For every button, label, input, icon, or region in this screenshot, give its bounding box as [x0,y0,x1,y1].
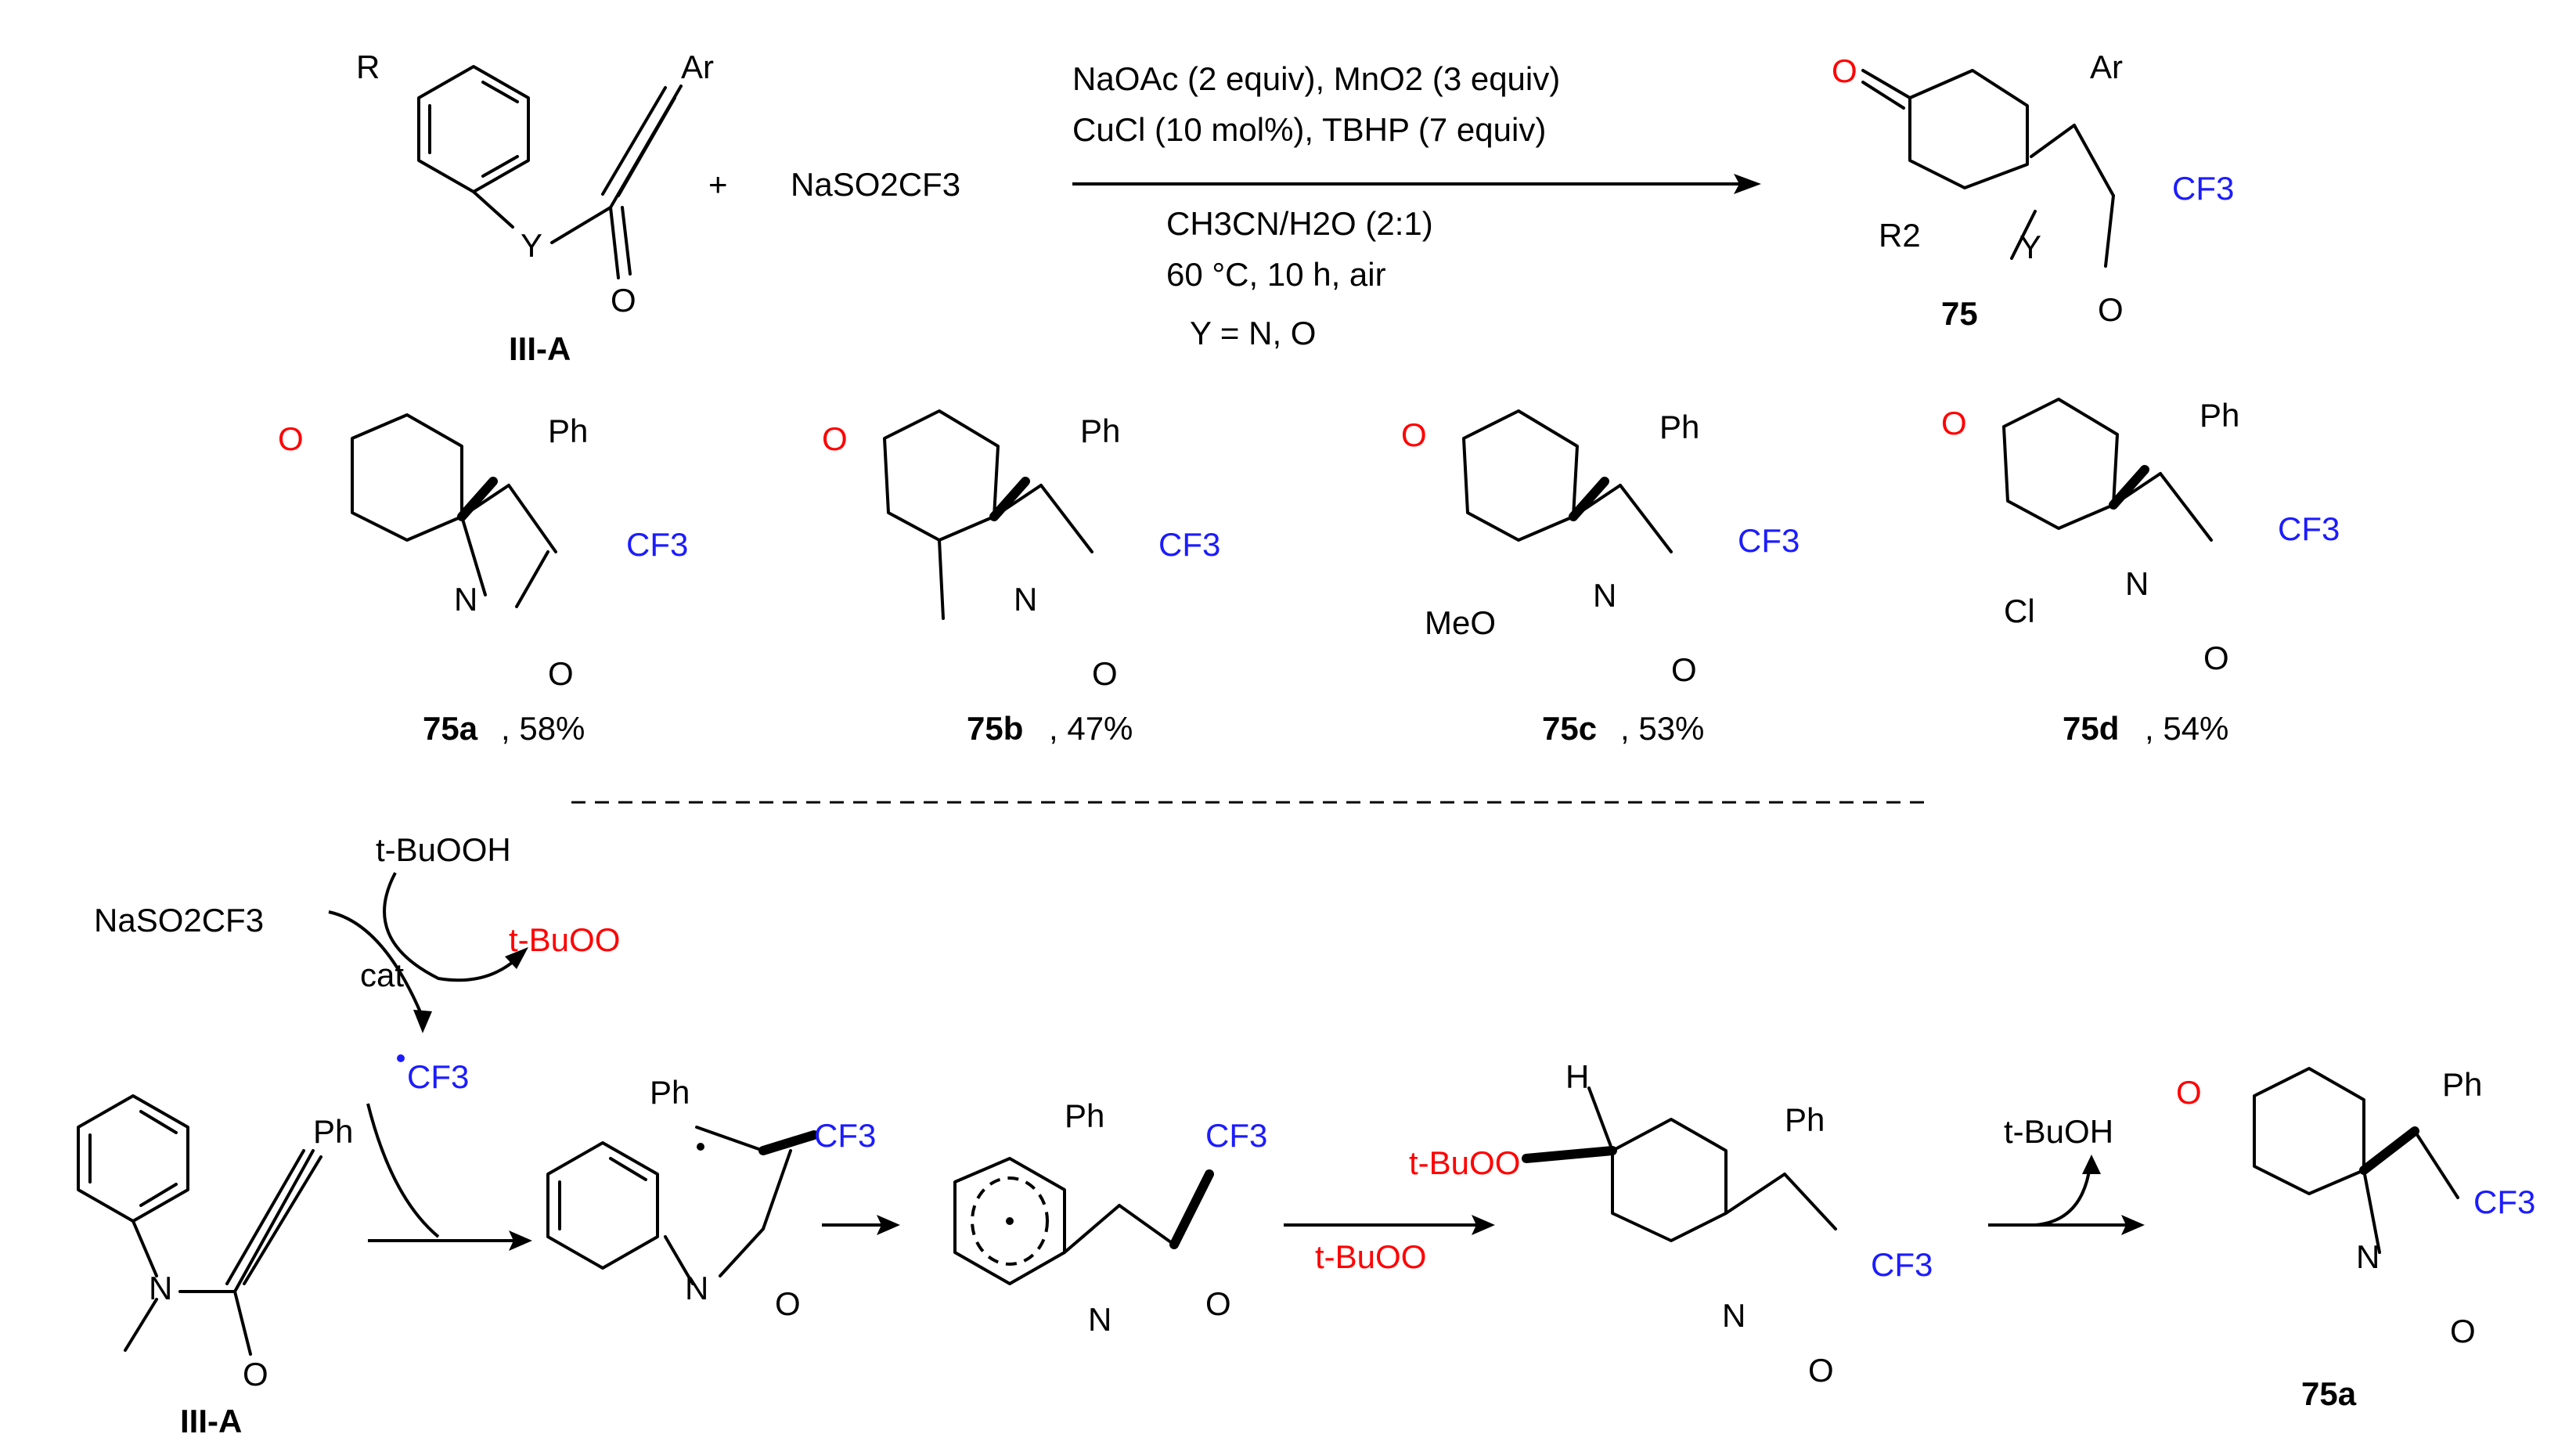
y-label: Y [521,227,542,264]
75d-id: 75d [2063,710,2119,747]
example-75c: O Ph CF3 MeO N O 75c , 53% [1401,409,1800,747]
75a-ph-label: Ph [548,413,588,449]
r2-label: R2 [1879,217,1921,254]
product-o-label: O [2098,291,2124,328]
product-75: O Ar CF3 R2 Y O 75 [1832,49,2234,332]
75d-yield: , 54% [2145,710,2228,747]
plus-sign: + [708,166,728,203]
75a-cf3-label: CF3 [626,526,688,563]
peroxide-ph-label: Ph [1785,1101,1825,1138]
product-label: 75 [1941,295,1978,332]
75d-ph-label: Ph [2200,397,2239,434]
75c-meo-label: MeO [1425,604,1496,641]
product-cf3-label: CF3 [2172,170,2234,207]
75a-co-label: O [548,655,574,692]
cf3-radical-label: CF3 [407,1058,469,1095]
mech-o-label: O [243,1356,268,1393]
final-cf3-label: CF3 [2473,1184,2535,1220]
sr-n-label: N [1088,1301,1111,1338]
radical-generation: t-BuOOH NaSO2CF3 cat t-BuOO CF3 [94,831,620,1095]
75d-n-label: N [2125,565,2149,602]
arrow-tbuoo-label: t-BuOO [1315,1238,1426,1275]
tbuooh-label: t-BuOOH [376,831,511,868]
sr-cf3-label: CF3 [1205,1117,1267,1154]
product-y-label: Y [2019,229,2041,265]
peroxide-o-label: O [1808,1352,1834,1389]
peroxide-cf3-label: CF3 [1871,1246,1933,1283]
mech-ph-label: Ph [313,1113,353,1150]
75b-yield: , 47% [1049,710,1133,747]
75b-cf3-label: CF3 [1158,526,1220,563]
75c-id: 75c [1542,710,1597,747]
condition-line-5: Y = N, O [1190,315,1316,351]
condition-line-4: 60 °C, 10 h, air [1166,256,1386,293]
75d-cl-label: Cl [2004,593,2035,629]
peroxide-h-label: H [1565,1058,1589,1095]
ar-label: Ar [681,49,714,85]
mech-substrate-label: III-A [180,1403,242,1439]
75b-co-label: O [1092,655,1118,692]
75d-cf3-label: CF3 [2278,510,2340,547]
75c-n-label: N [1593,577,1616,614]
condition-line-3: CH3CN/H2O (2:1) [1166,205,1433,242]
vinyl-radical-intermediate: Ph CF3 N O [546,1074,876,1322]
75c-cf3-label: CF3 [1738,522,1800,559]
product-ar-label: Ar [2090,49,2123,85]
mech-substrate: N O Ph III-A [77,1094,353,1439]
final-product-75a: O Ph CF3 N O 75a [2176,1066,2535,1412]
peroxide-tbuoo-label: t-BuOO [1409,1144,1520,1181]
75b-n-label: N [1014,581,1037,618]
mech-reagent-label: NaSO2CF3 [94,902,264,939]
75d-co-label: O [2203,640,2229,676]
conditions: NaOAc (2 equiv), MnO2 (3 equiv) CuCl (10… [1072,60,1761,351]
75c-co-label: O [1671,651,1697,688]
condition-line-2: CuCl (10 mol%), TBHP (7 equiv) [1072,111,1546,148]
cat-label: cat [360,957,404,993]
substrate-III-A: R Y O Ar III-A [356,49,714,367]
substrate-label: III-A [509,330,571,367]
vr-ph-label: Ph [650,1074,690,1111]
spiro-radical-intermediate: Ph CF3 N O [953,1097,1267,1338]
example-75a: O Ph CF3 N O 75a , 58% [278,413,688,747]
condition-line-1: NaOAc (2 equiv), MnO2 (3 equiv) [1072,60,1560,97]
mech-n-label: N [149,1270,172,1306]
75c-o-label: O [1401,416,1427,453]
final-o-label: O [2176,1074,2202,1111]
peroxide-n-label: N [1722,1297,1746,1334]
final-product-label: 75a [2301,1375,2357,1412]
final-ph-label: Ph [2442,1066,2482,1103]
example-75b: O Ph CF3 N O 75b , 47% [822,409,1220,747]
75d-o-label: O [1941,405,1967,441]
75a-o-label: O [278,420,304,457]
75a-n-label: N [454,581,477,618]
75b-id: 75b [967,710,1023,747]
ketone-o-label: O [1832,52,1857,89]
vr-n-label: N [685,1270,708,1306]
r-group-label: R [356,49,380,85]
example-75d: O Ph CF3 Cl N O 75d , 54% [1941,397,2340,747]
final-co-label: O [2450,1313,2476,1349]
peroxide-intermediate: H t-BuOO Ph CF3 N O [1409,1058,1933,1389]
75a-id: 75a [423,710,478,747]
reagent-label: NaSO2CF3 [791,166,960,203]
tbuoo-radical-label: t-BuOO [509,921,620,958]
75c-ph-label: Ph [1659,409,1699,445]
carbonyl-o-label: O [611,282,636,319]
vr-o-label: O [775,1285,801,1322]
75b-ph-label: Ph [1080,413,1120,449]
vr-cf3-label: CF3 [814,1117,876,1154]
final-n-label: N [2356,1238,2380,1275]
sr-o-label: O [1205,1285,1231,1322]
75c-yield: , 53% [1620,710,1704,747]
tbuoh-label: t-BuOH [2004,1113,2113,1150]
75b-o-label: O [822,420,848,457]
75a-yield: , 58% [501,710,585,747]
sr-ph-label: Ph [1065,1097,1104,1134]
